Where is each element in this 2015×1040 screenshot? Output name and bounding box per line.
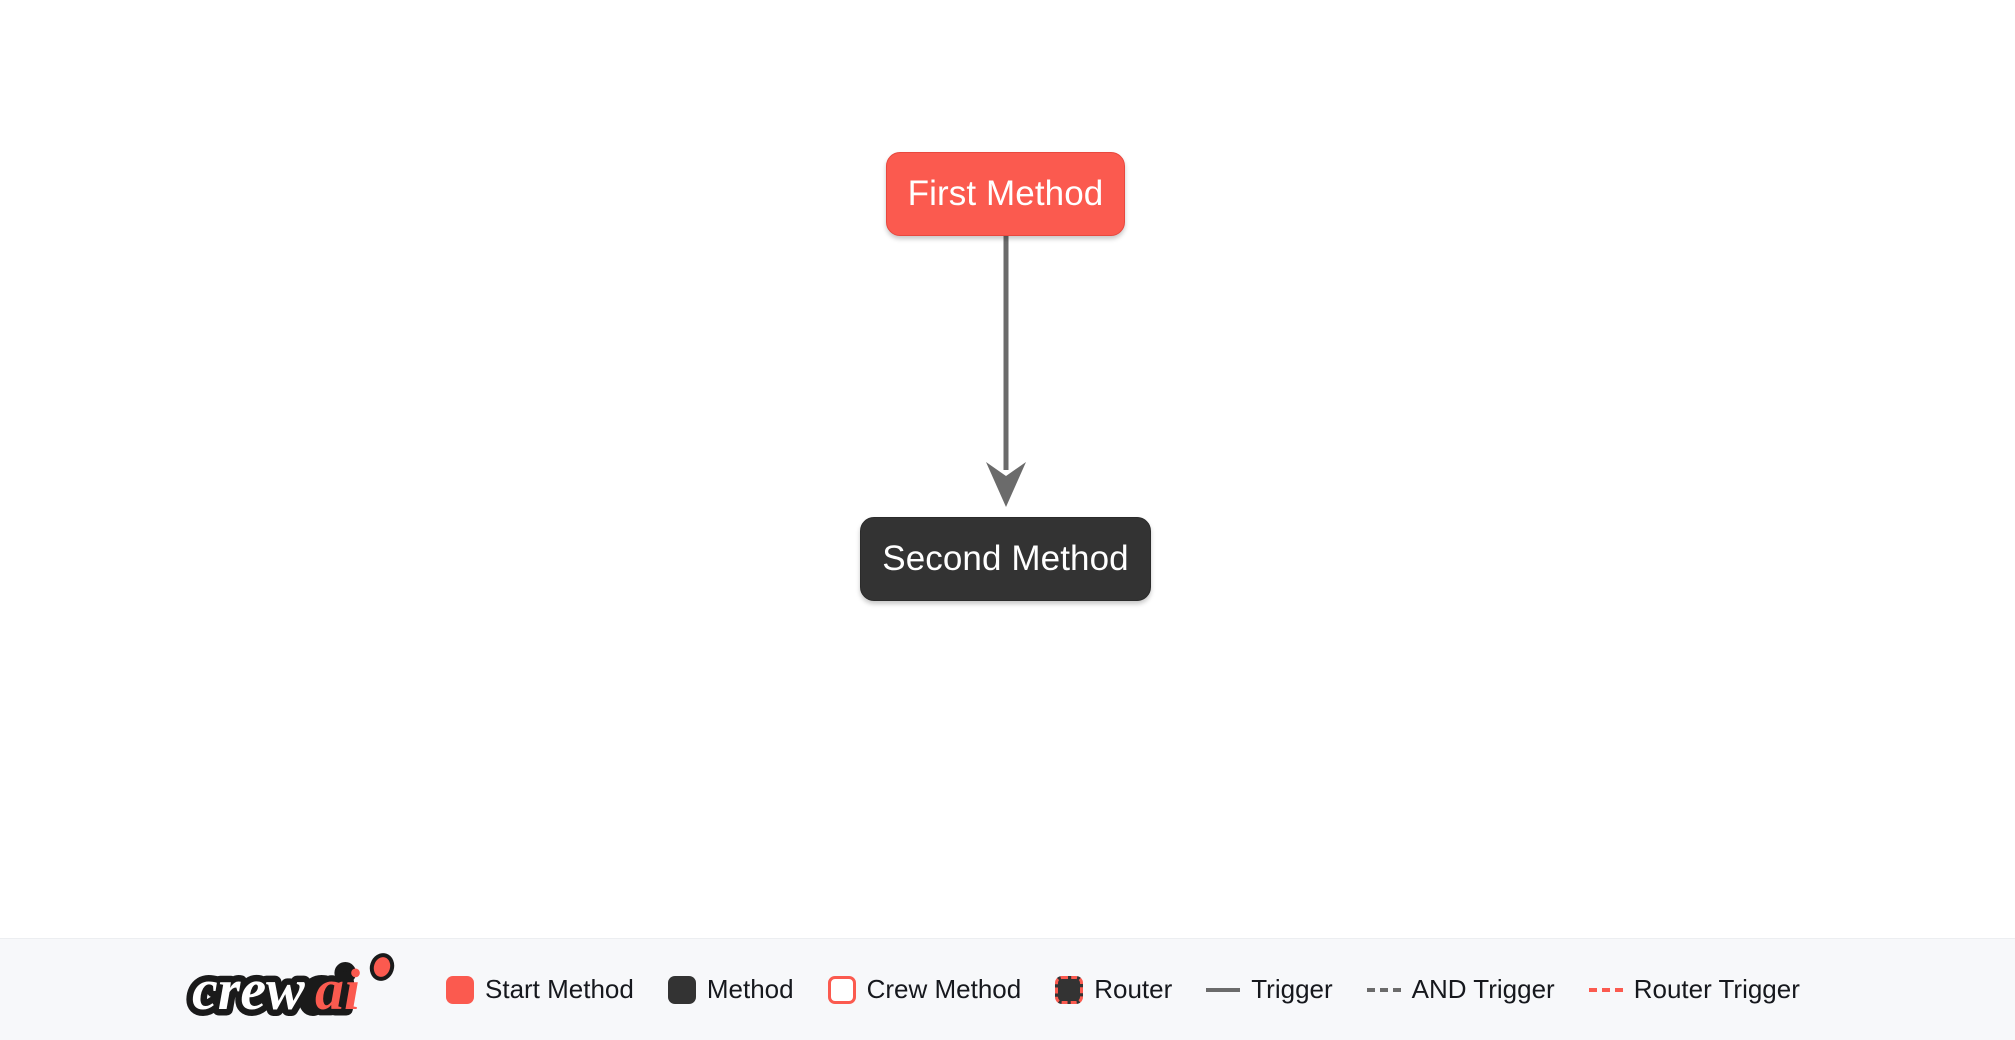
flow-node-second-method[interactable]: Second Method — [860, 517, 1151, 601]
trigger-line-icon — [1206, 987, 1241, 992]
legend-label: Router Trigger — [1633, 974, 1800, 1004]
legend-item-method[interactable]: Method — [667, 974, 794, 1005]
logo-word-ai: ai — [315, 957, 360, 1022]
legend-item-router[interactable]: Router — [1055, 974, 1172, 1005]
logo-dot-icon — [369, 952, 395, 981]
edge-first-to-second — [986, 236, 1026, 507]
legend-item-trigger[interactable]: Trigger — [1206, 974, 1333, 1005]
legend-item-start-method[interactable]: Start Method — [446, 974, 634, 1005]
flow-node-first-method[interactable]: First Method — [886, 152, 1125, 236]
logo-outline: crewai — [192, 957, 350, 1022]
flow-node-label: First Method — [907, 174, 1104, 213]
legend-bar: crewai crew ai Start Method Method Crew … — [0, 938, 2015, 1040]
router-trigger-line-icon — [1588, 987, 1623, 992]
crew-method-swatch-icon — [827, 975, 856, 1004]
method-swatch-icon — [667, 975, 696, 1004]
router-swatch-icon — [1055, 975, 1084, 1004]
flow-canvas[interactable]: First Method Second Method — [0, 0, 2015, 938]
crewai-logo[interactable]: crewai crew ai — [186, 953, 408, 1027]
edge-arrowhead-icon — [986, 462, 1026, 507]
logo-word-crew: crew — [192, 957, 305, 1022]
start-method-swatch-icon — [446, 975, 474, 1004]
flow-node-label: Second Method — [882, 539, 1129, 578]
legend-label: Method — [706, 974, 794, 1004]
legend-item-router-trigger[interactable]: Router Trigger — [1588, 974, 1800, 1005]
legend-label: Trigger — [1251, 974, 1333, 1004]
and-trigger-line-icon — [1366, 987, 1401, 992]
legend-label: Crew Method — [866, 974, 1022, 1004]
legend-label: AND Trigger — [1411, 974, 1555, 1004]
legend-items: Start Method Method Crew Method Router T… — [446, 974, 1800, 1005]
legend-label: Start Method — [485, 974, 634, 1004]
edge-layer — [986, 236, 1026, 507]
legend-label: Router — [1094, 974, 1173, 1004]
legend-item-crew-method[interactable]: Crew Method — [827, 974, 1022, 1005]
legend-item-and-trigger[interactable]: AND Trigger — [1366, 974, 1555, 1005]
